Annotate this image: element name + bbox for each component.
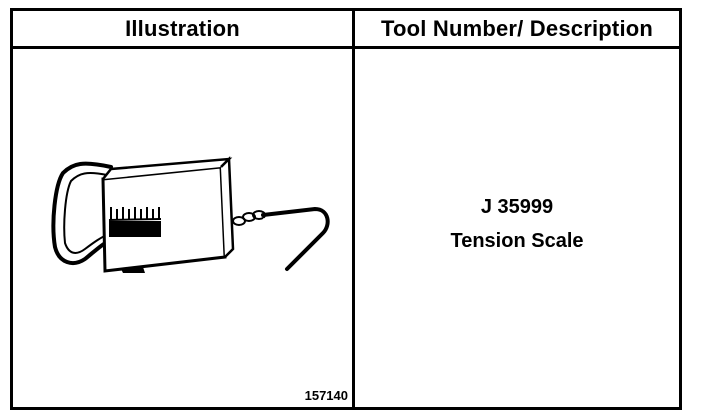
tool-description-header: Tool Number/ Description — [355, 11, 679, 49]
scale-handle-inner — [63, 172, 112, 254]
illustration-header: Illustration — [13, 11, 355, 49]
scale-hook-inner — [262, 212, 323, 266]
scale-dial — [109, 221, 161, 237]
scale-foot — [121, 267, 145, 273]
scale-base-line — [108, 218, 162, 221]
tool-number: J 35999 — [480, 196, 554, 218]
special-tool-table: Illustration Tool Number/ Description — [10, 8, 682, 410]
illustration-header-label: Illustration — [125, 15, 240, 41]
tool-description-header-label: Tool Number/ Description — [380, 15, 654, 41]
scale-graduations — [110, 207, 160, 219]
scale-chain — [232, 210, 266, 226]
scale-hook — [261, 207, 330, 271]
tension-scale-illustration — [51, 156, 330, 273]
illustration-cell: 157140 — [13, 49, 355, 407]
scale-body-side — [220, 156, 235, 258]
tool-description: Tension Scale — [450, 230, 584, 252]
figure-number: 157140 — [304, 388, 348, 403]
tool-description-cell: J 35999 Tension Scale — [355, 49, 679, 407]
scale-handle — [51, 161, 115, 265]
